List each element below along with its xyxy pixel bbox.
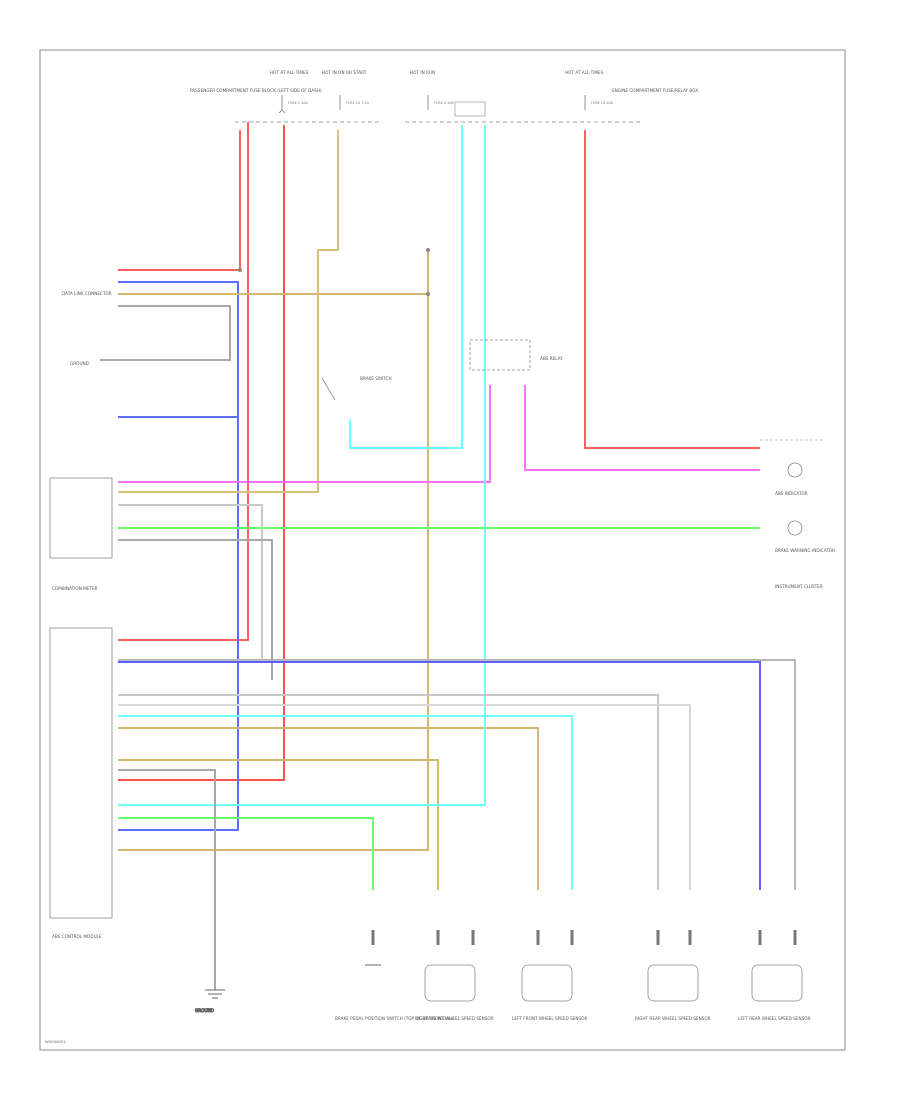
- sensor-rf: RIGHT FRONT WHEEL SPEED SENSOR: [415, 964, 494, 1021]
- top-block-right: ENGINE COMPARTMENT FUSE/RELAY BOX: [612, 88, 698, 93]
- footer-code: W0000001: [45, 1039, 66, 1044]
- sensor-rr: RIGHT REAR WHEEL SPEED SENSOR: [635, 964, 711, 1021]
- rf-sensor-label: RIGHT FRONT WHEEL SPEED SENSOR: [415, 1016, 494, 1021]
- brake-indicator-icon: [787, 520, 803, 536]
- brake-switch-label: BRAKE SWITCH: [360, 376, 392, 381]
- ground-bottom-icon: [205, 989, 225, 999]
- top-label-2: HOT IN ON OR START: [322, 70, 367, 75]
- instrument-cluster: ABS INDICATOR BRAKE WARNING INDICATOR IN…: [760, 439, 835, 589]
- splice-2: [238, 268, 242, 272]
- ground-bottom-label: GROUND: [195, 1008, 214, 1013]
- wire-pink-1: [118, 385, 491, 483]
- abs-relay: ABS RELAY: [469, 339, 563, 371]
- fuse-label-1: FUSE 1 10A: [288, 101, 308, 105]
- top-block-left: PASSENGER COMPARTMENT FUSE BLOCK (LEFT S…: [190, 88, 322, 93]
- wire-gray-5: [118, 539, 273, 680]
- sensor-lf: LEFT FRONT WHEEL SPEED SENSOR: [512, 964, 588, 1021]
- top-labels: HOT AT ALL TIMES HOT IN ON OR START HOT …: [190, 70, 698, 93]
- sensor-lr: LEFT REAR WHEEL SPEED SENSOR: [738, 964, 811, 1021]
- wire-green-2: [118, 817, 374, 890]
- fuse-1: [278, 95, 286, 114]
- wire-red-1: [118, 130, 241, 271]
- wire-tan-5: [118, 727, 539, 890]
- abs-control-module-label: ABS CONTROL MODULE: [52, 934, 102, 939]
- splice-1: [426, 292, 430, 296]
- wire-cyan-2: [118, 125, 486, 806]
- fuses: FUSE 1 10A FUSE 10 7.5A FUSE 4 10A FUSE …: [278, 95, 614, 117]
- instrument-cluster-label: INSTRUMENT CLUSTER: [775, 584, 823, 589]
- lf-sensor-label: LEFT FRONT WHEEL SPEED SENSOR: [512, 1016, 588, 1021]
- wire-red-3: [118, 125, 285, 781]
- wire-tan-4: [118, 759, 439, 890]
- stop-lamp-label: BRAKE PEDAL POSITION SWITCH (TOP OF BRAK…: [335, 1016, 453, 1021]
- wire-tan-2: [118, 130, 339, 493]
- wire-red-4: [584, 130, 760, 449]
- diagram-frame: [39, 49, 846, 1051]
- wire-blue-1: [118, 281, 239, 831]
- wire-cyan-1: [349, 125, 463, 449]
- splices: [238, 248, 430, 296]
- wire-gray-3: [118, 704, 691, 890]
- top-label-3: HOT IN RUN: [410, 70, 435, 75]
- brake-indicator-label: BRAKE WARNING INDICATOR: [775, 548, 835, 553]
- wire-gray-7: [118, 769, 216, 990]
- wheel-speed-sensors: RIGHT FRONT WHEEL SPEED SENSOR LEFT FRON…: [415, 964, 811, 1021]
- fuse-label-2: FUSE 10 7.5A: [346, 101, 370, 105]
- rr-sensor-label: RIGHT REAR WHEEL SPEED SENSOR: [635, 1016, 711, 1021]
- data-link-label: DATA LINK CONNECTOR: [62, 291, 112, 296]
- abs-indicator-icon: [787, 462, 803, 478]
- top-label-1: HOT AT ALL TIMES: [270, 70, 309, 75]
- grounds: GROUND: [195, 964, 381, 1014]
- wire-blue-3: [118, 661, 761, 890]
- top-label-4: HOT AT ALL TIMES: [565, 70, 604, 75]
- lr-sensor-label: LEFT REAR WHEEL SPEED SENSOR: [738, 1016, 811, 1021]
- combination-meter-label: COMBINATION METER: [52, 586, 98, 591]
- wires: [100, 122, 796, 990]
- fuse-relay-box: [454, 101, 486, 117]
- abs-relay-label: ABS RELAY: [540, 356, 563, 361]
- wire-tan-3: [118, 250, 429, 851]
- abs-control-module: ABS CONTROL MODULE: [49, 627, 113, 939]
- fuse-label-3: FUSE 4 10A: [434, 101, 454, 105]
- abs-indicator-label: ABS INDICATOR: [775, 491, 808, 496]
- wire-pink-2: [524, 385, 760, 471]
- wire-gray-2: [118, 694, 659, 890]
- wire-cyan-3: [118, 715, 573, 890]
- wire-gray-6: [100, 305, 231, 361]
- fuse-label-4: FUSE 14 20A: [591, 101, 614, 105]
- splice-3: [426, 248, 430, 252]
- wire-gray-4: [118, 504, 263, 660]
- ground-main-label: GROUND: [70, 361, 89, 366]
- brake-switch: BRAKE SWITCH: [321, 376, 392, 401]
- wire-gray-1: [118, 659, 796, 890]
- combination-meter: COMBINATION METER: [49, 477, 113, 591]
- wire-red-2: [118, 122, 249, 641]
- connector-markers: [371, 930, 797, 945]
